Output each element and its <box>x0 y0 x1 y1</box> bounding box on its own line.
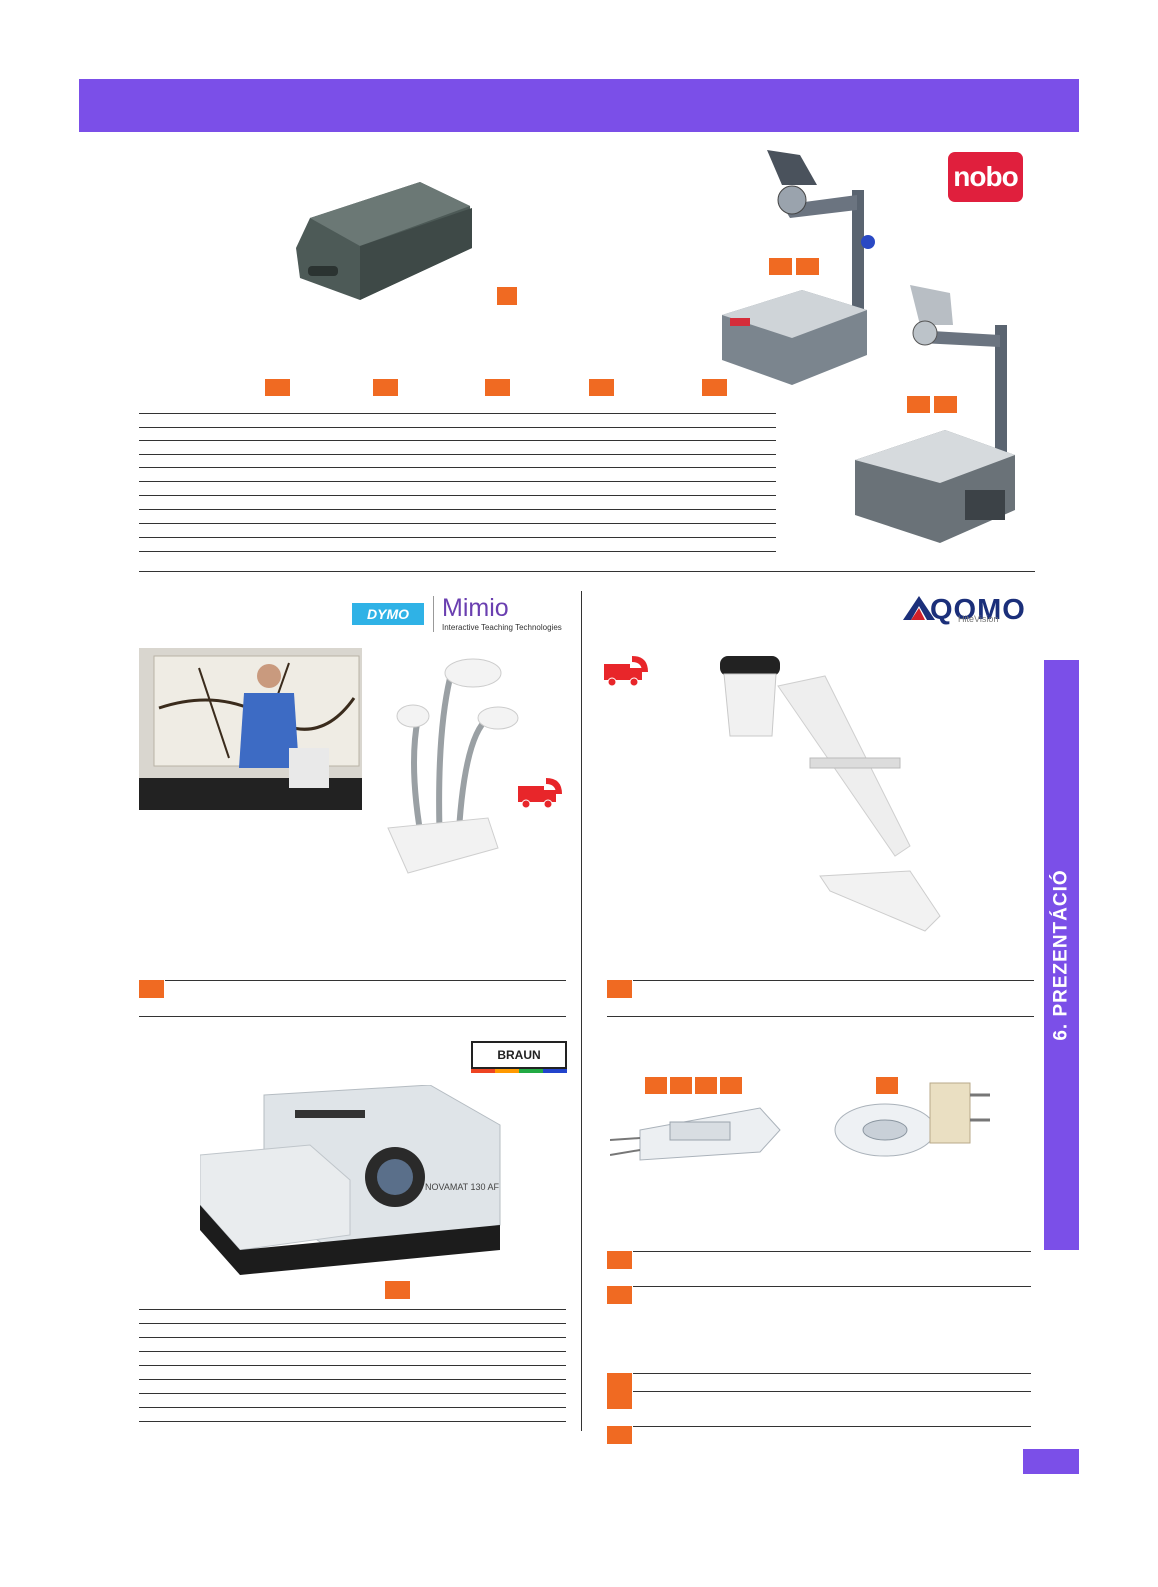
row-rule <box>633 1286 1031 1287</box>
color-badge <box>769 258 792 275</box>
row-rule <box>607 1016 1034 1017</box>
overhead-projector-image <box>855 285 1015 543</box>
page-number-tab <box>1023 1449 1079 1474</box>
column-badge <box>265 379 290 396</box>
classroom-photo <box>139 648 362 810</box>
color-badge <box>876 1077 898 1094</box>
column-badge <box>589 379 614 396</box>
delivery-phone-icon <box>604 656 648 686</box>
overhead-projector-image <box>722 150 875 385</box>
color-badge <box>607 980 632 998</box>
halogen-bulb-image <box>610 1107 781 1161</box>
qomo-mark-icon <box>903 596 935 620</box>
halogen-bulb-image <box>834 1082 990 1157</box>
projector-case-image <box>296 182 472 300</box>
column-badge <box>373 379 398 396</box>
mimio-tagline: Interactive Teaching Technologies <box>442 623 562 632</box>
braun-stripe <box>471 1069 567 1073</box>
color-badge <box>607 1251 632 1269</box>
row-rule <box>633 1391 1031 1392</box>
color-badge <box>720 1077 742 1094</box>
mimio-logo: Mimio <box>442 594 509 622</box>
nobo-logo: nobo <box>948 152 1023 202</box>
column-badge <box>702 379 727 396</box>
row-rule <box>633 1426 1031 1427</box>
header-band <box>79 79 1079 132</box>
section-divider <box>139 571 1035 572</box>
color-badge <box>497 287 517 305</box>
color-badge <box>934 396 957 413</box>
color-badge <box>139 980 164 998</box>
qomo-visualizer-image <box>720 656 941 932</box>
projector-model-label: NOVAMAT 130 AF <box>425 1182 500 1192</box>
qomo-logo: QOMO <box>930 594 1026 626</box>
row-rule <box>139 1016 566 1017</box>
column-badge <box>485 379 510 396</box>
color-badge <box>607 1286 632 1304</box>
row-rule <box>633 980 1034 981</box>
document-camera-image <box>387 658 519 874</box>
color-badge <box>385 1281 410 1299</box>
delivery-phone-icon <box>518 778 562 808</box>
color-badge <box>907 396 930 413</box>
section-side-tab: 6. PREZENTÁCIÓ <box>1044 660 1079 1250</box>
color-badge <box>796 258 819 275</box>
section-side-tab-label: 6. PREZENTÁCIÓ <box>1050 869 1072 1041</box>
slide-projector-image: NOVAMAT 130 AF <box>200 1085 501 1275</box>
color-badge <box>645 1077 667 1094</box>
color-badge <box>607 1426 632 1444</box>
logo-divider <box>433 596 434 632</box>
dymo-logo: DYMO <box>352 603 424 625</box>
row-rule <box>633 1251 1031 1252</box>
color-badge <box>695 1077 717 1094</box>
row-rule <box>633 1373 1031 1374</box>
row-rule <box>165 980 566 981</box>
braun-logo: BRAUN <box>471 1041 567 1069</box>
column-divider <box>581 591 582 1431</box>
color-badge <box>670 1077 692 1094</box>
color-badge <box>607 1373 632 1409</box>
qomo-tagline: HiteVision <box>958 614 999 624</box>
